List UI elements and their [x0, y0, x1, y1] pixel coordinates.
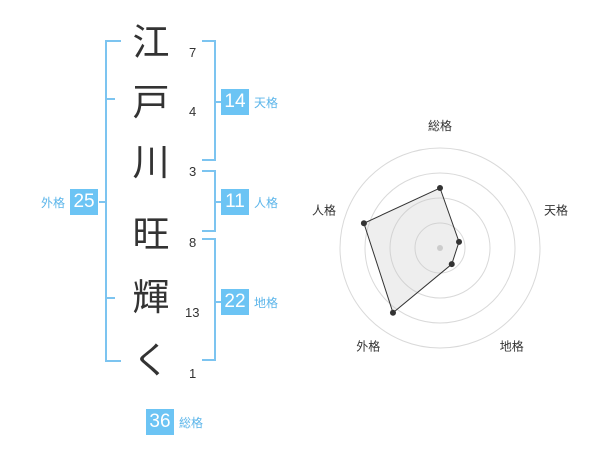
- gaikaku-label: 外格: [41, 195, 66, 210]
- gaikaku-badge: 外格 25: [41, 189, 99, 215]
- radar-axis-label-1: 総格: [428, 118, 452, 133]
- chikaku-bracket: [202, 238, 216, 361]
- name-char-3: 川: [132, 141, 170, 184]
- stroke-count-2: 4: [189, 104, 197, 119]
- radar-axis-label-4: 外格: [356, 339, 380, 354]
- name-char-2: 戸: [132, 81, 170, 124]
- bracket-tick: [105, 98, 115, 100]
- tenkaku-badge: 14 天格: [221, 89, 278, 115]
- jinkaku-badge: 11 人格: [221, 189, 278, 215]
- bracket-connector: [216, 301, 221, 303]
- soukaku-badge: 36 総格: [146, 409, 203, 435]
- gaikaku-value: 25: [70, 189, 99, 215]
- gaikaku-bracket: [105, 40, 121, 362]
- name-char-5: 輝: [132, 276, 170, 319]
- radar-point-3: [448, 261, 455, 268]
- radar-axis-label-3: 地格: [500, 339, 524, 354]
- stroke-count-3: 3: [189, 164, 197, 179]
- name-char-6: く: [132, 339, 170, 382]
- soukaku-value: 36: [146, 409, 174, 435]
- bracket-connector: [216, 201, 221, 203]
- jinkaku-bracket: [202, 170, 216, 232]
- chikaku-value: 22: [221, 289, 249, 315]
- bracket-connector: [99, 201, 105, 203]
- tenkaku-bracket: [202, 40, 216, 161]
- stroke-count-6: 1: [189, 366, 197, 381]
- chikaku-badge: 22 地格: [221, 289, 278, 315]
- radar-point-2: [456, 238, 463, 245]
- radar-center: [437, 245, 443, 251]
- name-char-4: 旺: [132, 213, 170, 256]
- name-char-1: 江: [132, 21, 170, 64]
- radar-point-5: [360, 220, 367, 227]
- tenkaku-value: 14: [221, 89, 249, 115]
- chikaku-label: 地格: [254, 295, 279, 310]
- radar-axis-label-2: 天格: [544, 202, 568, 217]
- radar-point-4: [389, 309, 396, 316]
- stroke-count-5: 13: [185, 305, 200, 320]
- tenkaku-label: 天格: [254, 95, 279, 110]
- bracket-connector: [216, 101, 221, 103]
- stroke-count-4: 8: [189, 235, 197, 250]
- stroke-count-1: 7: [189, 45, 197, 60]
- jinkaku-label: 人格: [254, 195, 279, 210]
- radar-axis-label-5: 人格: [312, 202, 336, 217]
- radar-area: [363, 187, 460, 314]
- soukaku-label: 総格: [179, 415, 204, 430]
- radar-point-1: [437, 185, 443, 191]
- bracket-tick: [105, 297, 115, 299]
- jinkaku-value: 11: [221, 189, 249, 215]
